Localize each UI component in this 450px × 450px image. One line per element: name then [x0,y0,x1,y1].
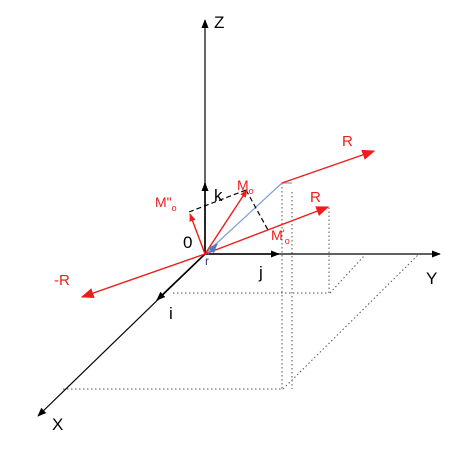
unit-vectors [156,182,280,301]
M-o-prime-label: M'o [271,227,290,246]
red-vectors [80,149,376,299]
i-unit-vector [156,253,206,301]
M-o-label: Mo [237,177,254,196]
origin-label: 0 [183,233,192,252]
R-main-label: R [342,133,353,150]
j-label: j [258,263,263,282]
position-vector-r [207,243,218,255]
vector-M-o [204,189,248,255]
moment-parallelogram [188,189,269,231]
vector-R-parallel [204,206,330,255]
vector-R-main [281,149,376,184]
minus-R-label: -R [54,272,70,289]
z-axis-label: Z [214,13,224,32]
vector-minus-R [80,253,206,299]
r-label: r [205,254,209,268]
R-parallel-label: R [310,189,321,206]
y-axis-label: Y [426,269,437,288]
x-axis-label: X [52,415,63,434]
i-label: i [169,304,173,323]
coordinate-axes [37,19,441,417]
k-label: k [214,186,223,205]
vector-M-o-double-prime [189,213,206,255]
dotted-guides [63,183,420,390]
M-o-double-prime-label: M"o [155,194,177,213]
